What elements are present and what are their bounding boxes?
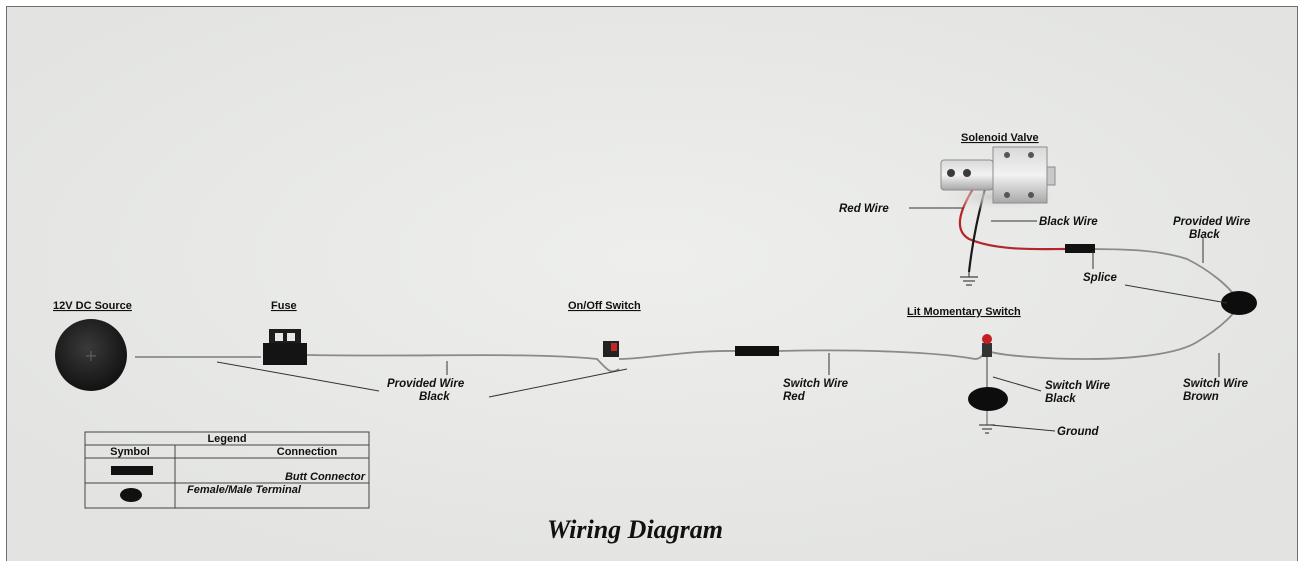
switch-wire-black-label-l1: Switch Wire <box>1045 380 1111 392</box>
lit-switch-body-icon <box>982 343 992 357</box>
fuse-notch-left <box>275 333 283 341</box>
legend-col-connection: Connection <box>277 446 338 458</box>
on-off-rocker-icon <box>611 343 617 351</box>
legend-row-1-connection: Butt Connector <box>285 471 366 483</box>
plus-icon: + <box>84 346 97 365</box>
dc-source-icon <box>55 319 127 391</box>
red-wire-label: Red Wire <box>839 203 889 215</box>
lit-switch-button-icon <box>982 334 992 344</box>
provided-wire-label-l1: Provided Wire <box>387 378 465 390</box>
solenoid-valve-title: Solenoid Valve <box>961 132 1039 144</box>
wire-switch-brown <box>990 302 1240 360</box>
switch-wire-brown-label-l1: Switch Wire <box>1183 378 1249 390</box>
provided-wire-right-label-l2: Black <box>1189 229 1220 241</box>
legend-row-2-connection: Female/Male Terminal <box>187 484 302 496</box>
wire-fuse-to-onoff <box>306 354 620 373</box>
fuse-cap-icon <box>269 329 301 343</box>
lit-momentary-switch-title: Lit Momentary Switch <box>907 306 1021 318</box>
legend-butt-connector-icon <box>111 466 153 475</box>
dc-source-title: 12V DC Source <box>53 300 132 312</box>
ground-symbol-solenoid <box>960 272 978 286</box>
splice-label: Splice <box>1083 272 1117 284</box>
splice-terminal-icon <box>1221 291 1257 315</box>
provided-wire-right-label-l1: Provided Wire <box>1173 216 1251 228</box>
legend-terminal-icon <box>120 488 142 502</box>
ground-label: Ground <box>1057 426 1099 438</box>
wiring-diagram: + <box>7 7 1297 561</box>
fuse-title: Fuse <box>271 300 297 312</box>
butt-connector-icon <box>735 346 779 356</box>
splice-connector-icon <box>1065 244 1095 253</box>
provided-wire-label-l2: Black <box>419 391 450 403</box>
diagram-frame: + <box>6 6 1298 561</box>
legend-col-symbol: Symbol <box>110 446 150 458</box>
ground-terminal-icon <box>968 387 1008 411</box>
on-off-switch-title: On/Off Switch <box>568 300 641 312</box>
wire-onoff-to-butt <box>618 350 736 360</box>
switch-wire-black-label-l2: Black <box>1045 393 1076 405</box>
diagram-title: Wiring Diagram <box>547 515 723 544</box>
black-wire-label: Black Wire <box>1039 216 1098 228</box>
switch-wire-brown-label-l2: Brown <box>1183 391 1219 403</box>
switch-wire-red-label-l2: Red <box>783 391 806 403</box>
solenoid-valve-icon <box>935 146 1063 211</box>
legend-table: Legend Symbol Connection Butt Connector … <box>84 431 370 509</box>
fuse-icon <box>263 343 307 365</box>
wire-provided-black-right <box>1082 248 1240 304</box>
switch-wire-red-label-l1: Switch Wire <box>783 378 849 390</box>
leader-lines <box>216 207 1228 432</box>
legend-title: Legend <box>207 433 246 445</box>
fuse-notch-right <box>287 333 295 341</box>
